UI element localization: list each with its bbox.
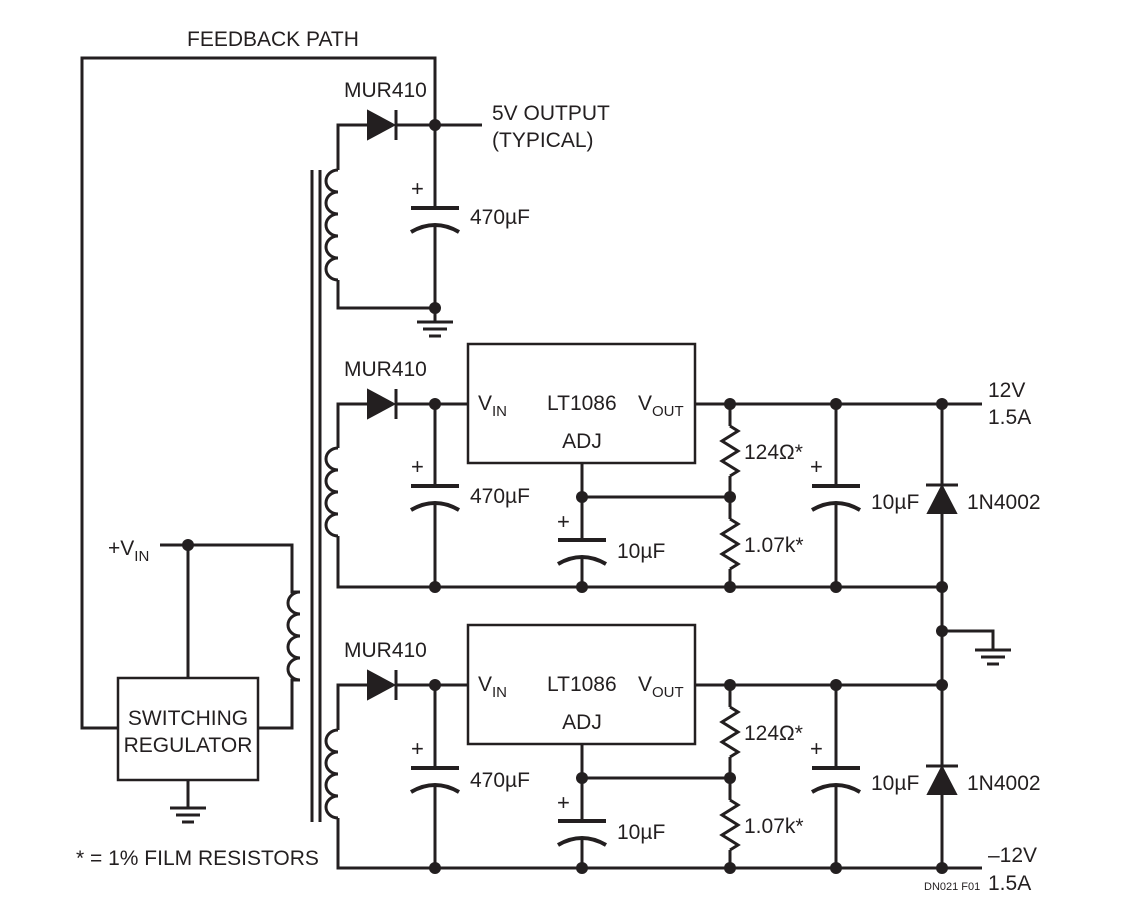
adj-capacitor-neg12v-plus: +	[557, 790, 570, 815]
resistor-top-neg12v-label: 124Ω*	[744, 722, 803, 745]
output-capacitor-12v-label: 10µF	[871, 491, 919, 514]
wire-neg12v-top	[336, 683, 368, 730]
wire-neg12v-adj	[580, 744, 730, 780]
ldo-12v-part-number: LT1086	[547, 392, 617, 415]
secondary-winding-12v	[324, 446, 339, 538]
input-capacitor-12v	[409, 404, 461, 587]
figure-id: DN021 F01	[924, 881, 980, 893]
resistor-bottom-neg12v	[719, 778, 741, 868]
resistor-top-12v	[719, 404, 741, 497]
junction-12v-r-bottom-ground	[724, 581, 736, 593]
rectifier-diode-5v-label: MUR410	[344, 79, 427, 102]
transformer-core	[310, 170, 322, 822]
resistor-bottom-12v	[719, 497, 741, 587]
clamp-diode-neg12v	[926, 685, 958, 868]
vin-junction	[182, 539, 194, 551]
wire-to-ground-symbol	[942, 629, 995, 650]
secondary-winding-neg12v	[324, 728, 339, 820]
junction-neg12v-adj-cap-bottom	[576, 862, 588, 874]
switching-regulator-line1: SWITCHING	[128, 707, 248, 730]
output-capacitor-neg12v-plus: +	[810, 736, 823, 761]
output-5v-label-line2: (TYPICAL)	[492, 129, 594, 152]
filter-capacitor-5v-label: 470µF	[470, 206, 530, 229]
filter-capacitor-5v	[409, 125, 461, 308]
junction-12v-adj-cap-ground	[576, 581, 588, 593]
resistor-top-12v-label: 124Ω*	[744, 441, 803, 464]
footnote-text: * = 1% FILM RESISTORS	[76, 847, 319, 870]
resistor-top-neg12v	[719, 685, 741, 778]
common-ground-symbol	[975, 648, 1011, 666]
rectifier-diode-neg12v	[367, 669, 398, 701]
regulator-ground-symbol	[170, 780, 206, 824]
wire-12v-adj	[580, 463, 730, 499]
junction-neg12v-cout-bottom	[830, 862, 842, 874]
output-capacitor-12v	[810, 404, 862, 587]
adj-capacitor-neg12v	[556, 778, 608, 868]
wire-12v-bottom-rail	[336, 536, 942, 589]
rectifier-diode-neg12v-label: MUR410	[344, 639, 427, 662]
ldo-regulator-neg12v: VIN LT1086 VOUT ADJ	[466, 623, 697, 746]
rectifier-diode-12v	[367, 388, 398, 420]
output-12v-label-line1: 12V	[988, 379, 1025, 402]
junction-12v-cout-ground	[830, 581, 842, 593]
adj-capacitor-12v-label: 10µF	[617, 540, 665, 563]
ground-symbol-5v	[417, 308, 453, 338]
input-capacitor-neg12v-label: 470µF	[470, 769, 530, 792]
ldo-neg12v-pin-vout: VOUT	[638, 673, 684, 701]
vin-label: +VIN	[108, 537, 149, 565]
secondary-winding-5v	[324, 168, 339, 282]
ldo-12v-pin-adj: ADJ	[562, 430, 602, 453]
wire-5v-top	[336, 123, 368, 170]
ldo-12v-pin-vin: VIN	[478, 392, 507, 420]
rectifier-diode-12v-label: MUR410	[344, 358, 427, 381]
resistor-bottom-neg12v-label: 1.07k*	[744, 815, 804, 838]
junction-neg12v-diode-bottom	[936, 862, 948, 874]
wire-neg12v-bottom-rail	[336, 818, 982, 870]
switching-regulator-block: SWITCHING REGULATOR	[116, 676, 260, 782]
ldo-neg12v-part-number: LT1086	[547, 673, 617, 696]
output-12v-label-line2: 1.5A	[988, 406, 1031, 429]
feedback-path-label: FEEDBACK PATH	[187, 28, 359, 51]
adj-capacitor-12v-plus: +	[557, 509, 570, 534]
clamp-diode-neg12v-label: 1N4002	[967, 772, 1041, 795]
wire-12v-top	[336, 402, 368, 448]
input-capacitor-neg12v	[409, 685, 461, 868]
junction-12v-cin-ground	[429, 581, 441, 593]
junction-neg12v-cin-bottom	[429, 862, 441, 874]
vin-rail-wire	[160, 543, 300, 594]
primary-winding	[286, 590, 301, 682]
output-capacitor-neg12v	[810, 685, 862, 868]
ldo-neg12v-pin-vin: VIN	[478, 673, 507, 701]
switching-regulator-line2: REGULATOR	[124, 734, 253, 757]
rectifier-diode-5v	[367, 109, 398, 141]
primary-return-wire	[258, 678, 300, 730]
input-capacitor-12v-label: 470µF	[470, 485, 530, 508]
output-neg12v-label-line1: –12V	[988, 844, 1037, 867]
clamp-diode-12v	[926, 404, 958, 587]
ldo-regulator-12v: VIN LT1086 VOUT ADJ	[466, 342, 697, 465]
wire-5v-bottom	[336, 280, 435, 310]
input-capacitor-neg12v-plus: +	[411, 736, 424, 761]
capacitor-plus-5v: +	[411, 176, 424, 201]
output-capacitor-12v-plus: +	[810, 454, 823, 479]
output-capacitor-neg12v-label: 10µF	[871, 772, 919, 795]
junction-neg12v-r-bottom	[724, 862, 736, 874]
ldo-12v-pin-vout: VOUT	[638, 392, 684, 420]
adj-capacitor-neg12v-label: 10µF	[617, 821, 665, 844]
input-capacitor-12v-plus: +	[411, 454, 424, 479]
clamp-diode-12v-label: 1N4002	[967, 491, 1041, 514]
resistor-bottom-12v-label: 1.07k*	[744, 534, 804, 557]
feedback-path-wire	[80, 56, 437, 730]
output-neg12v-label-line2: 1.5A	[988, 872, 1031, 895]
output-5v-label-line1: 5V OUTPUT	[492, 102, 610, 125]
ldo-neg12v-pin-adj: ADJ	[562, 711, 602, 734]
